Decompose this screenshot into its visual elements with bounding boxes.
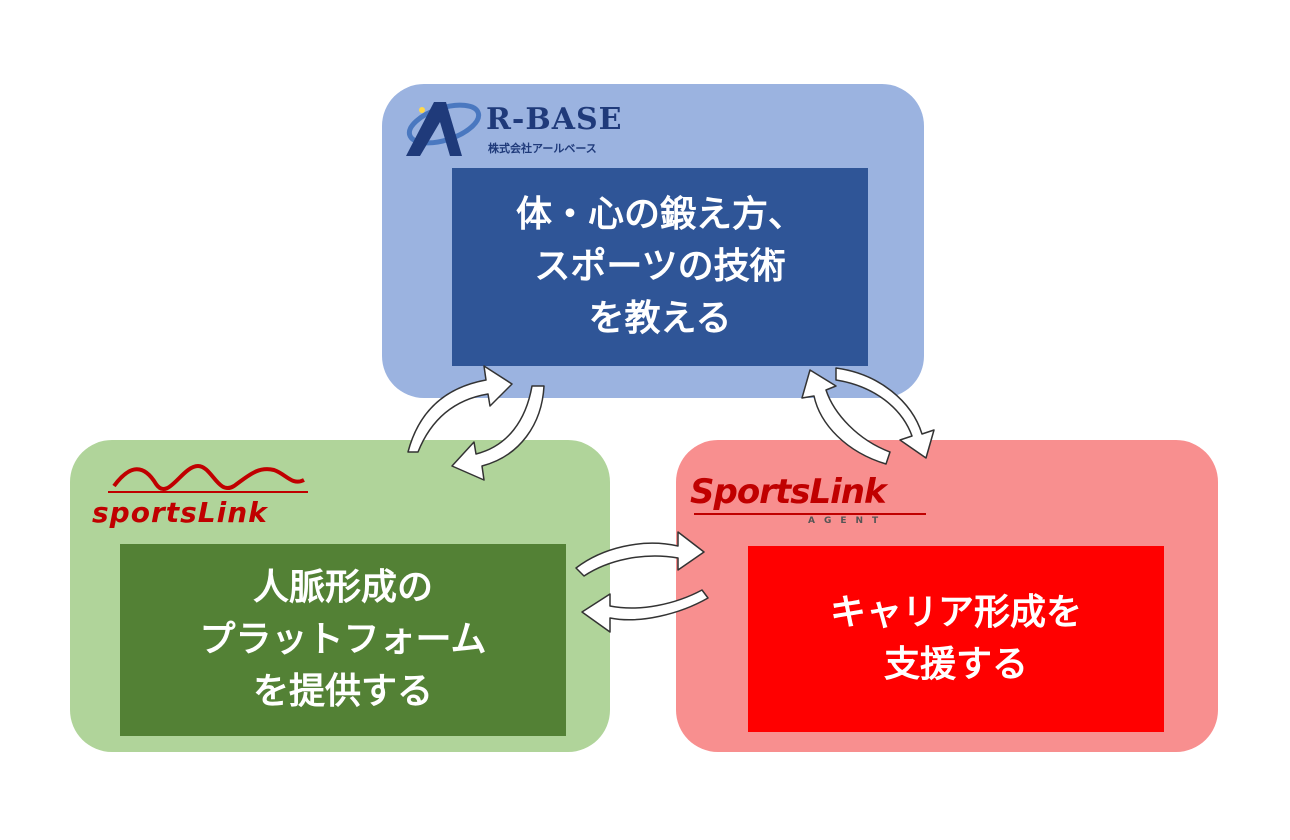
rbase-line-2: スポーツの技術 xyxy=(534,246,786,287)
agent-line-2: 支援する xyxy=(883,644,1028,685)
sportslink-line-2: プラットフォーム xyxy=(199,619,487,660)
agent-logo-subtitle: AGENT xyxy=(808,516,888,526)
rbase-logo: R-BASE 株式会社アールベース xyxy=(400,92,640,162)
arrow-top-to-left xyxy=(451,385,545,481)
rbase-line-3: を教える xyxy=(588,298,732,339)
sportslink-wave-icon xyxy=(108,463,308,493)
sportslink-line-3: を提供する xyxy=(252,671,433,712)
rbase-emblem-icon xyxy=(406,102,482,156)
arrow-right-to-left xyxy=(581,589,709,633)
sportslink-logo-name: sportsLink xyxy=(92,496,268,529)
sportslink-logo: sportsLink xyxy=(88,462,328,532)
sportslink-description-box: 人脈形成の プラットフォーム を提供する xyxy=(120,544,566,736)
agent-logo-name: SportsLink xyxy=(690,472,887,512)
rbase-line-1: 体・心の鍛え方、 xyxy=(515,194,804,235)
agent-description-box: キャリア形成を 支援する xyxy=(748,546,1164,732)
rbase-logo-subtitle: 株式会社アールベース xyxy=(488,142,597,155)
sportslink-line-1: 人脈形成の xyxy=(252,567,433,608)
agent-underline-icon xyxy=(694,513,926,515)
arrow-right-to-top xyxy=(801,369,891,465)
sportslink-agent-logo: SportsLink AGENT xyxy=(690,468,940,538)
arrow-left-to-top xyxy=(407,365,513,453)
agent-line-1: キャリア形成を xyxy=(829,592,1082,633)
rbase-logo-name: R-BASE xyxy=(486,102,623,137)
arrow-top-to-right xyxy=(835,367,935,459)
rbase-description-box: 体・心の鍛え方、 スポーツの技術 を教える xyxy=(452,168,868,366)
arrow-left-to-right xyxy=(575,531,705,577)
